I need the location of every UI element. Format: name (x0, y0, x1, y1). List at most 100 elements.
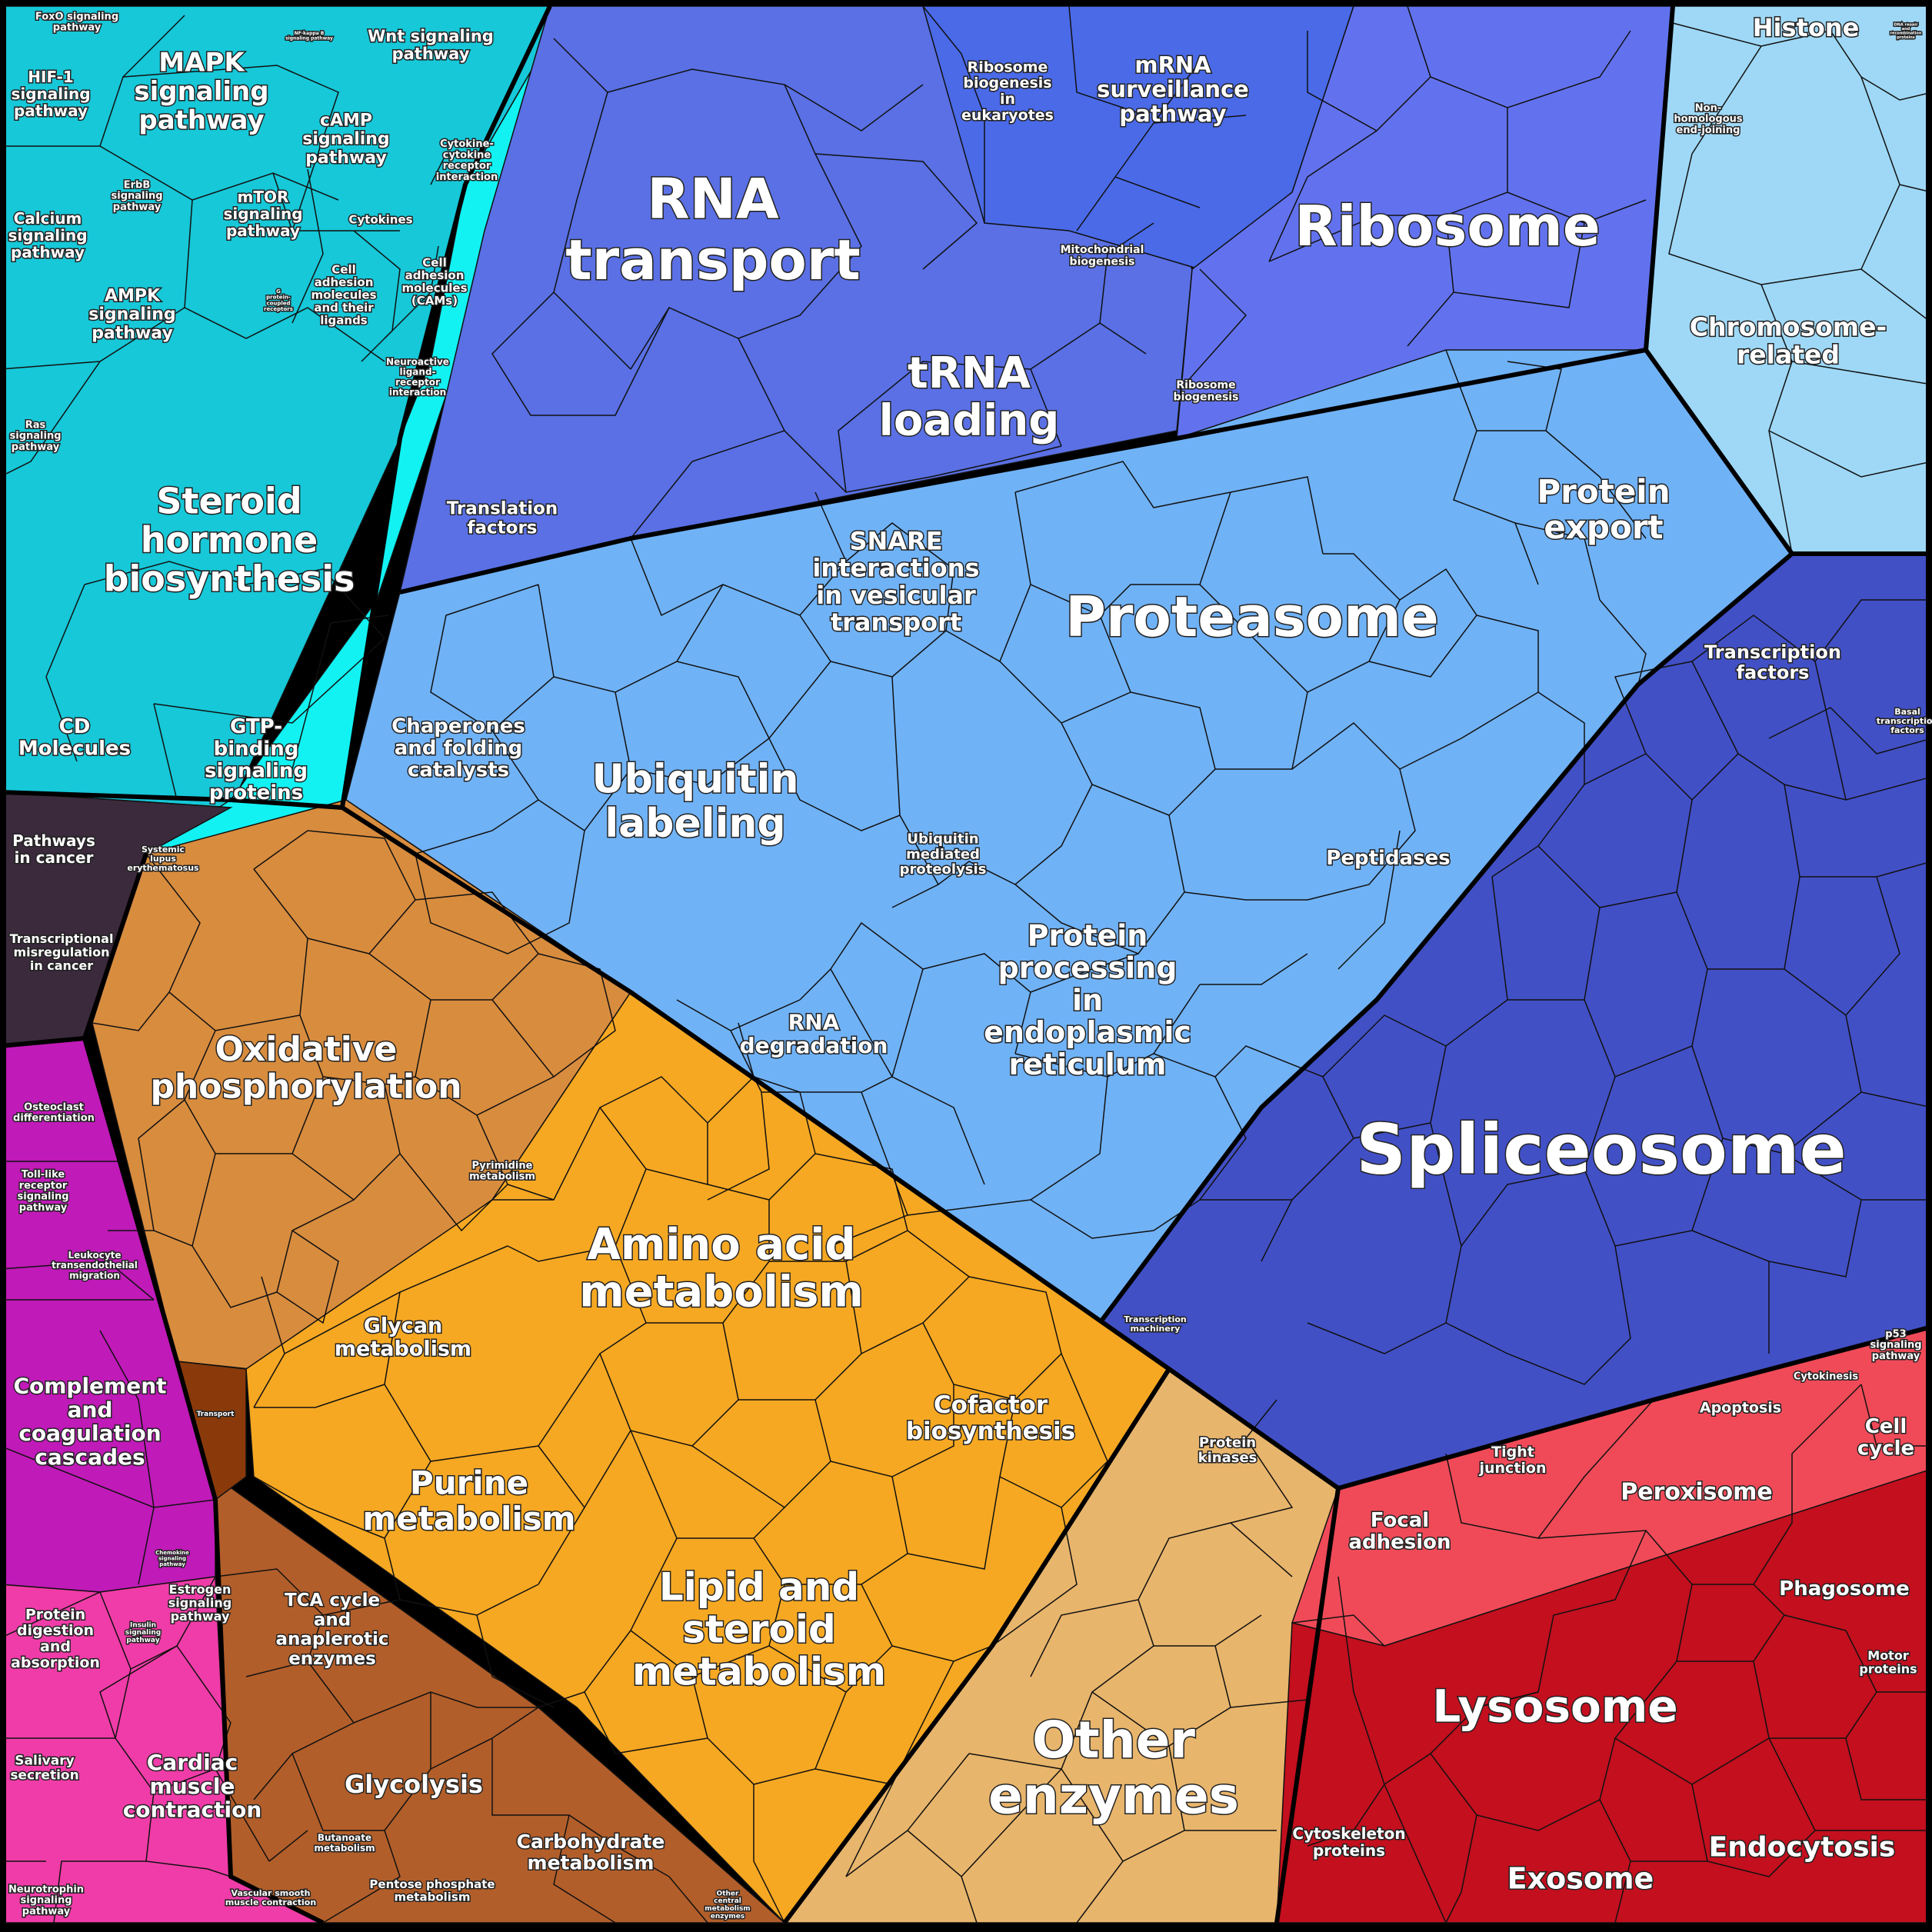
label-line: Protein (1028, 919, 1148, 953)
label-line: secretion (10, 1767, 78, 1783)
label-spliceosome: Spliceosome (1356, 1110, 1846, 1191)
label-line: and (40, 1638, 71, 1655)
label-line: ErbB (124, 179, 151, 191)
label-line: steroid (682, 1607, 836, 1652)
label-line: MAPK (158, 48, 245, 78)
label-line: Amino acid (588, 1220, 856, 1270)
label-line: in (1072, 983, 1103, 1017)
label-line: Apoptosis (1700, 1400, 1781, 1417)
label-line: signaling (223, 205, 302, 223)
label-line: pathway (22, 1906, 71, 1917)
label-line: binding (214, 738, 299, 761)
label-line: proteins (1897, 35, 1915, 40)
label-line: metabolism (335, 1337, 471, 1361)
label-lysosome: Lysosome (1432, 1680, 1677, 1732)
cell-lines (0, 5, 1932, 1924)
label-line: digestion (17, 1622, 94, 1639)
label-line: pathway (14, 102, 88, 120)
label-line: Lipid and (659, 1565, 859, 1610)
label-line: surveillance (1097, 76, 1249, 102)
label-line: pathway (1872, 1351, 1920, 1362)
label-line: pathway (305, 148, 387, 168)
label-line: pathway (113, 202, 162, 213)
label-line: adhesion (405, 268, 465, 282)
label-line: Cytokines (348, 212, 412, 226)
label-line: Motor (1867, 1648, 1909, 1663)
label-line: Spliceosome (1356, 1110, 1846, 1191)
label-line: Leukocyte (68, 1250, 121, 1261)
label-line: mRNA (1134, 52, 1211, 78)
label-line: Peroxisome (1621, 1479, 1772, 1506)
label-line: proteins (209, 781, 303, 804)
label-line: Chromosome- (1690, 311, 1887, 341)
label-line: Osteoclast (24, 1101, 84, 1113)
label-line: metabolism (528, 1852, 655, 1874)
label-line: central (714, 1897, 741, 1905)
label-line: molecules (401, 281, 467, 295)
label-line: NF-kappa B (295, 31, 325, 36)
label-line: and (1902, 27, 1910, 32)
label-line: DNA repair (1894, 23, 1918, 28)
label-line: protein- (266, 295, 291, 301)
label-line: Focal (1371, 1509, 1429, 1532)
label-line: pathway (11, 243, 85, 261)
label-line: Transcription (1704, 641, 1841, 663)
label-line: biogenesis (1070, 256, 1135, 268)
label-line: factors (1890, 725, 1924, 735)
label-line: Neurotrophin (8, 1884, 84, 1895)
label-line: Cardiac (147, 1750, 238, 1775)
label-line: HIF-1 (28, 68, 73, 86)
label-peptidases: Peptidases (1326, 847, 1450, 870)
label-line: Ubiquitin (907, 831, 978, 848)
label-line: Non- (1695, 102, 1721, 114)
label-line: and folding (395, 737, 522, 760)
label-line: absorption (11, 1654, 100, 1671)
label-line: SNARE (849, 526, 942, 555)
label-endocytosis: Endocytosis (1709, 1832, 1896, 1864)
label-cytokines: Cytokines (348, 212, 412, 226)
label-line: cycle (1857, 1437, 1914, 1460)
label-cytokinesis: Cytokinesis (1794, 1371, 1859, 1383)
label-line: signaling (21, 1895, 72, 1907)
label-line: Chemokine (155, 1550, 189, 1556)
label-line: enzymes (288, 1649, 376, 1669)
label-line: enzymes (711, 1913, 744, 1920)
label-line: Calcium (14, 209, 82, 228)
label-line: signaling (8, 226, 87, 245)
label-line: receptor (443, 161, 491, 172)
label-line: Cell (331, 262, 355, 276)
label-line: cascades (35, 1444, 145, 1470)
label-line: signaling (11, 85, 90, 103)
label-line: biosynthesis (906, 1417, 1075, 1445)
label-line: Ubiquitin (591, 757, 798, 803)
label-line: and (314, 1610, 351, 1630)
